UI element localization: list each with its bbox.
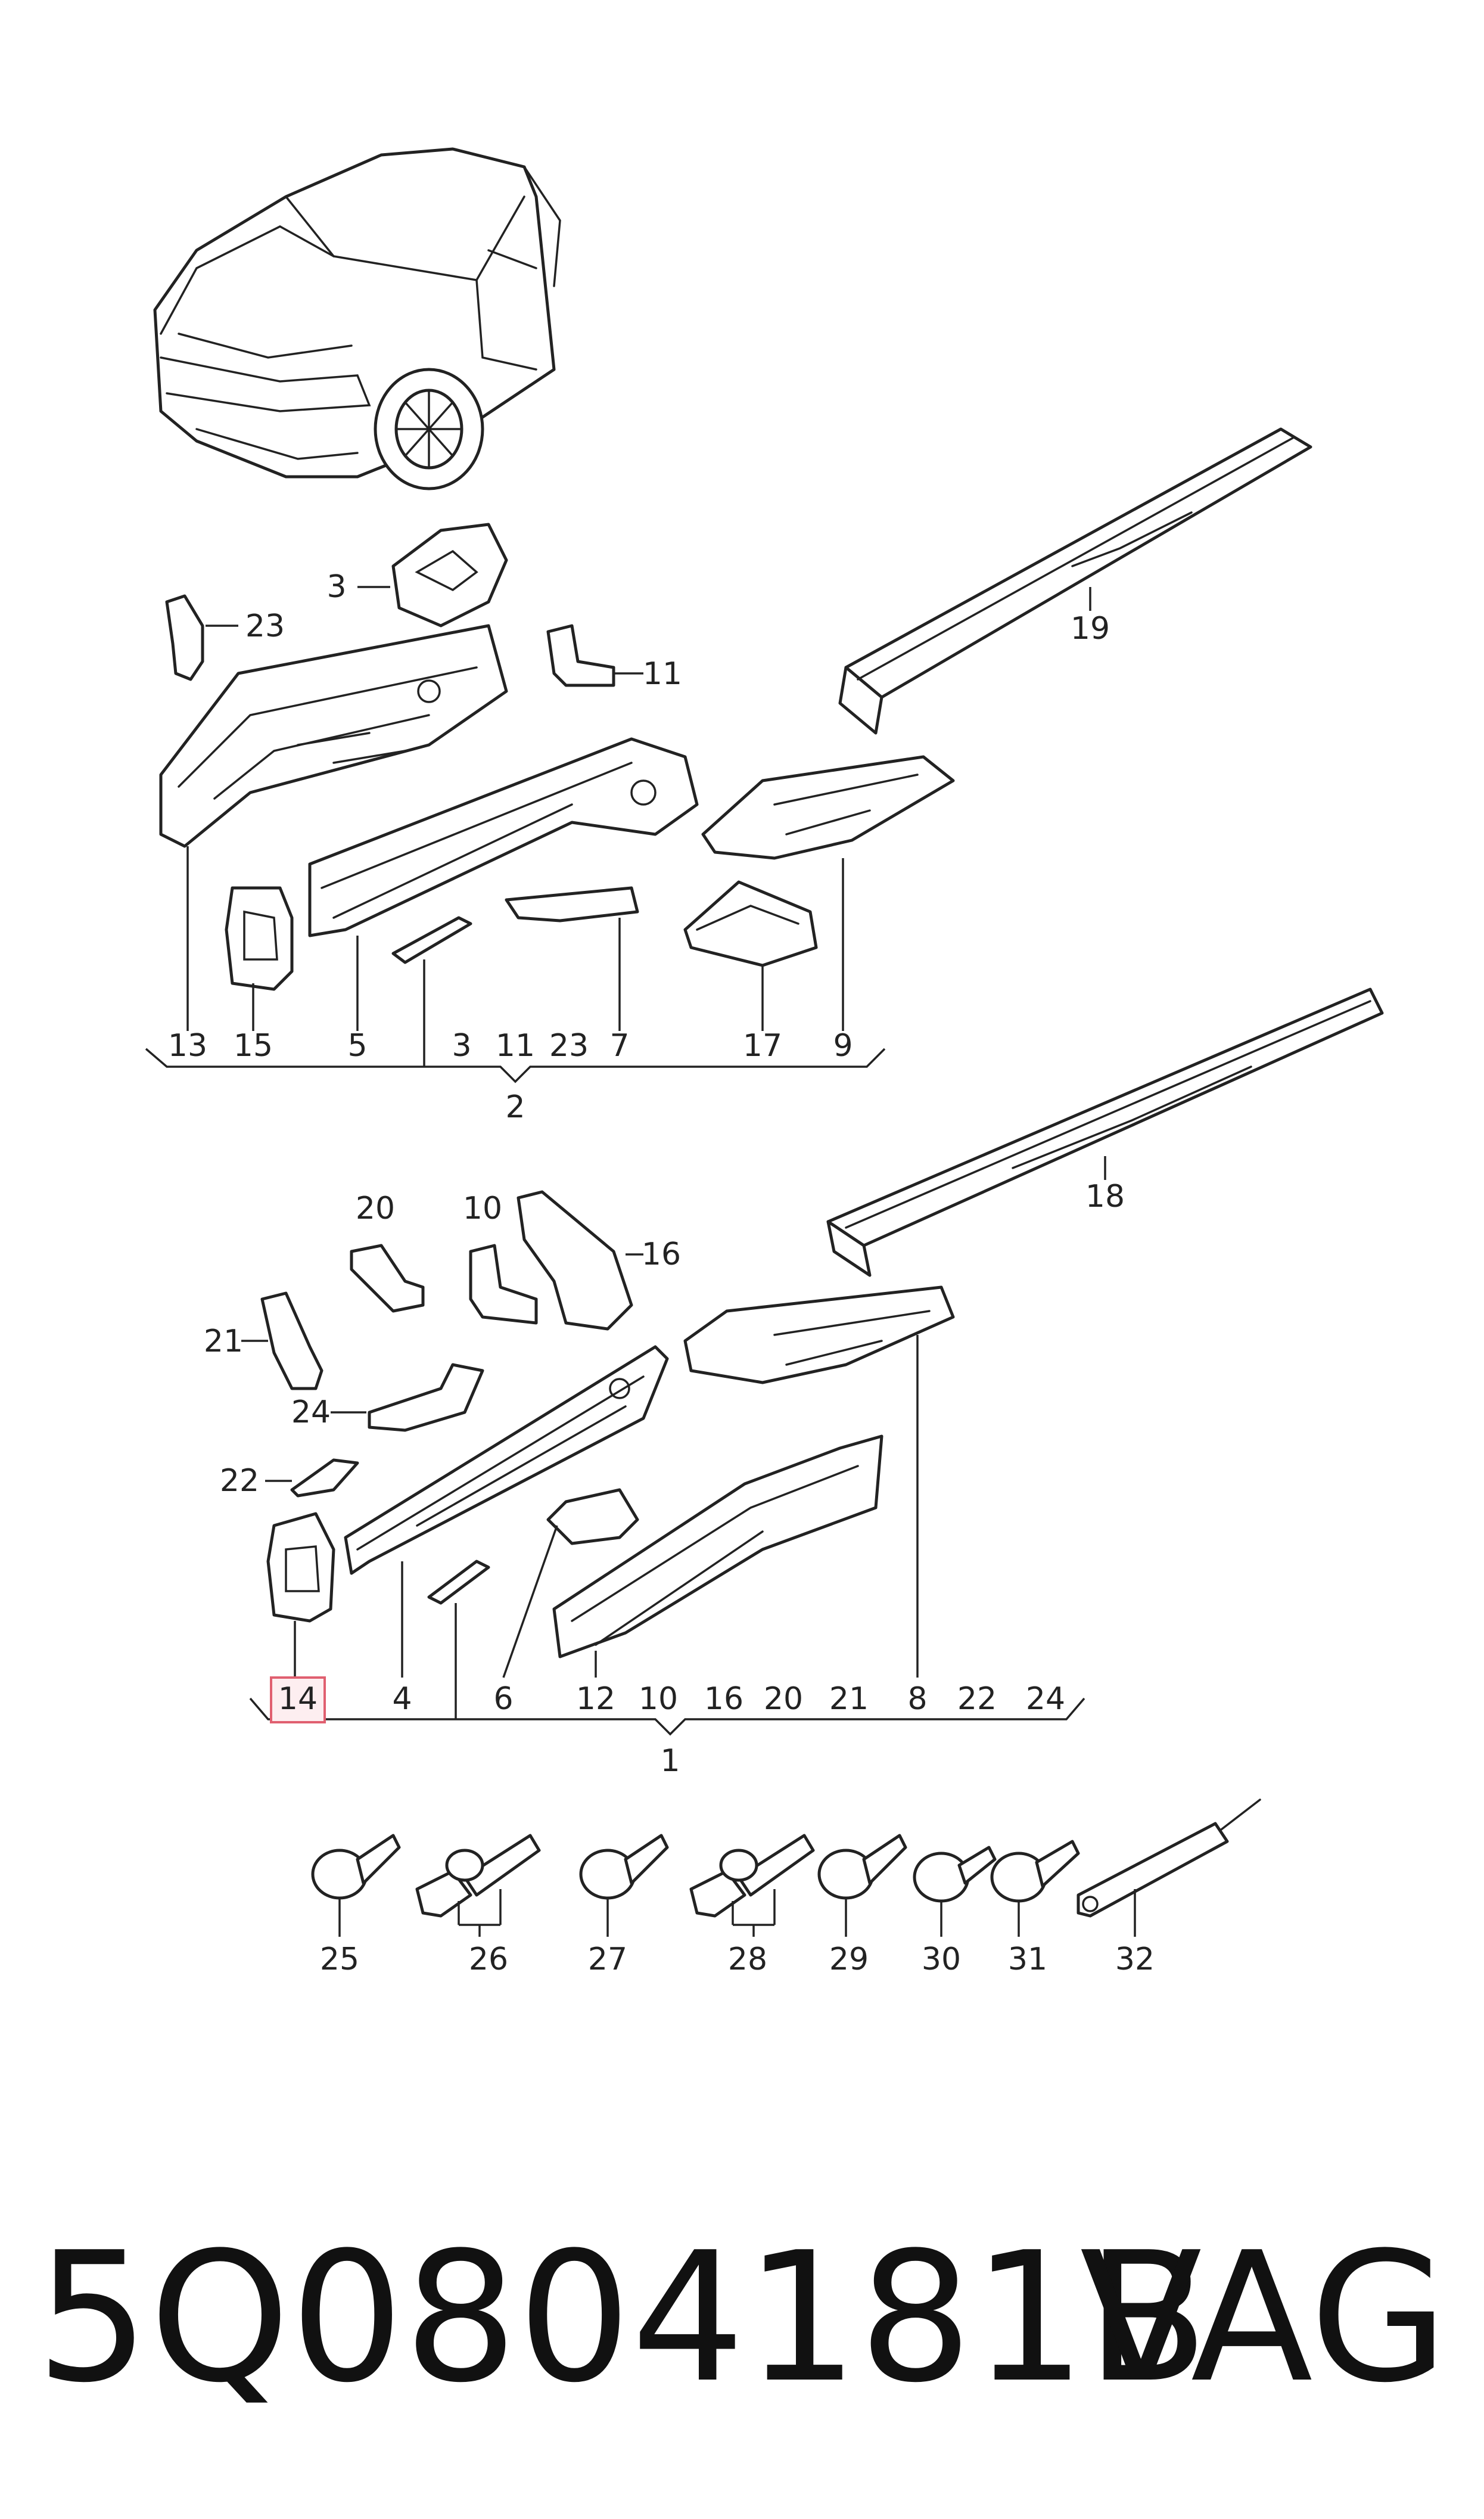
upper-callouts: 3 23 11 19 13 15 5 3 11 23 7 17 9 2 — [168, 569, 1110, 1125]
callout-28: 28 — [728, 1942, 767, 1977]
callout-14-highlighted: 14 — [278, 1681, 318, 1717]
callout-3: 3 — [326, 569, 346, 605]
assembly-label-2: 2 — [505, 1089, 525, 1125]
callout-11: 11 — [643, 656, 682, 692]
fasteners — [311, 1799, 1261, 1937]
callout-19: 19 — [1071, 611, 1110, 647]
callout-24: 24 — [291, 1394, 331, 1430]
callout-9: 9 — [833, 1028, 853, 1064]
callout-10: 10 — [463, 1191, 502, 1226]
callout-6: 6 — [493, 1681, 513, 1717]
upper-leader-lines — [145, 586, 1091, 1083]
lower-leader-lines — [241, 1156, 1106, 1736]
callout-24-assembly: 24 — [1026, 1681, 1065, 1717]
callout-20: 20 — [356, 1191, 395, 1226]
upper-group-parts — [159, 427, 1312, 991]
part-number: 5Q0804181B — [36, 2214, 1209, 2422]
lower-callouts: 20 10 16 18 21 24 22 14 4 6 12 10 16 20 … — [204, 1179, 1125, 1779]
callout-3-assembly: 3 — [452, 1028, 471, 1064]
callout-21: 21 — [204, 1324, 243, 1359]
callout-18: 18 — [1085, 1179, 1125, 1215]
callout-11-assembly: 11 — [496, 1028, 535, 1064]
callout-8: 8 — [907, 1681, 927, 1717]
lower-group-parts — [260, 987, 1384, 1658]
callout-26: 26 — [469, 1942, 508, 1977]
callout-5: 5 — [347, 1028, 367, 1064]
callout-21-assembly: 21 — [829, 1681, 869, 1717]
callout-32: 32 — [1115, 1942, 1155, 1977]
callout-27: 27 — [588, 1942, 627, 1977]
fastener-callouts: 25 26 27 28 29 30 31 32 — [320, 1942, 1155, 1977]
callout-15: 15 — [234, 1028, 273, 1064]
callout-20-assembly: 20 — [764, 1681, 803, 1717]
callout-30: 30 — [922, 1942, 961, 1977]
callout-22: 22 — [220, 1463, 259, 1499]
callout-25: 25 — [320, 1942, 359, 1977]
callout-12: 12 — [576, 1681, 615, 1717]
callout-23: 23 — [245, 608, 285, 644]
brand-label: VAG — [1079, 2214, 1448, 2422]
callout-31: 31 — [1008, 1942, 1047, 1977]
highlight-box — [270, 1676, 326, 1723]
callout-22-assembly: 22 — [957, 1681, 997, 1717]
callout-23-assembly: 23 — [549, 1028, 589, 1064]
vehicle-icon — [153, 147, 561, 490]
callout-13: 13 — [168, 1028, 207, 1064]
callout-4: 4 — [392, 1681, 412, 1717]
callout-7: 7 — [609, 1028, 629, 1064]
callout-17: 17 — [743, 1028, 782, 1064]
callout-16-assembly: 16 — [704, 1681, 743, 1717]
callout-29: 29 — [829, 1942, 869, 1977]
callout-10-assembly: 10 — [639, 1681, 678, 1717]
assembly-label-1: 1 — [660, 1743, 680, 1779]
callout-16: 16 — [642, 1237, 681, 1272]
